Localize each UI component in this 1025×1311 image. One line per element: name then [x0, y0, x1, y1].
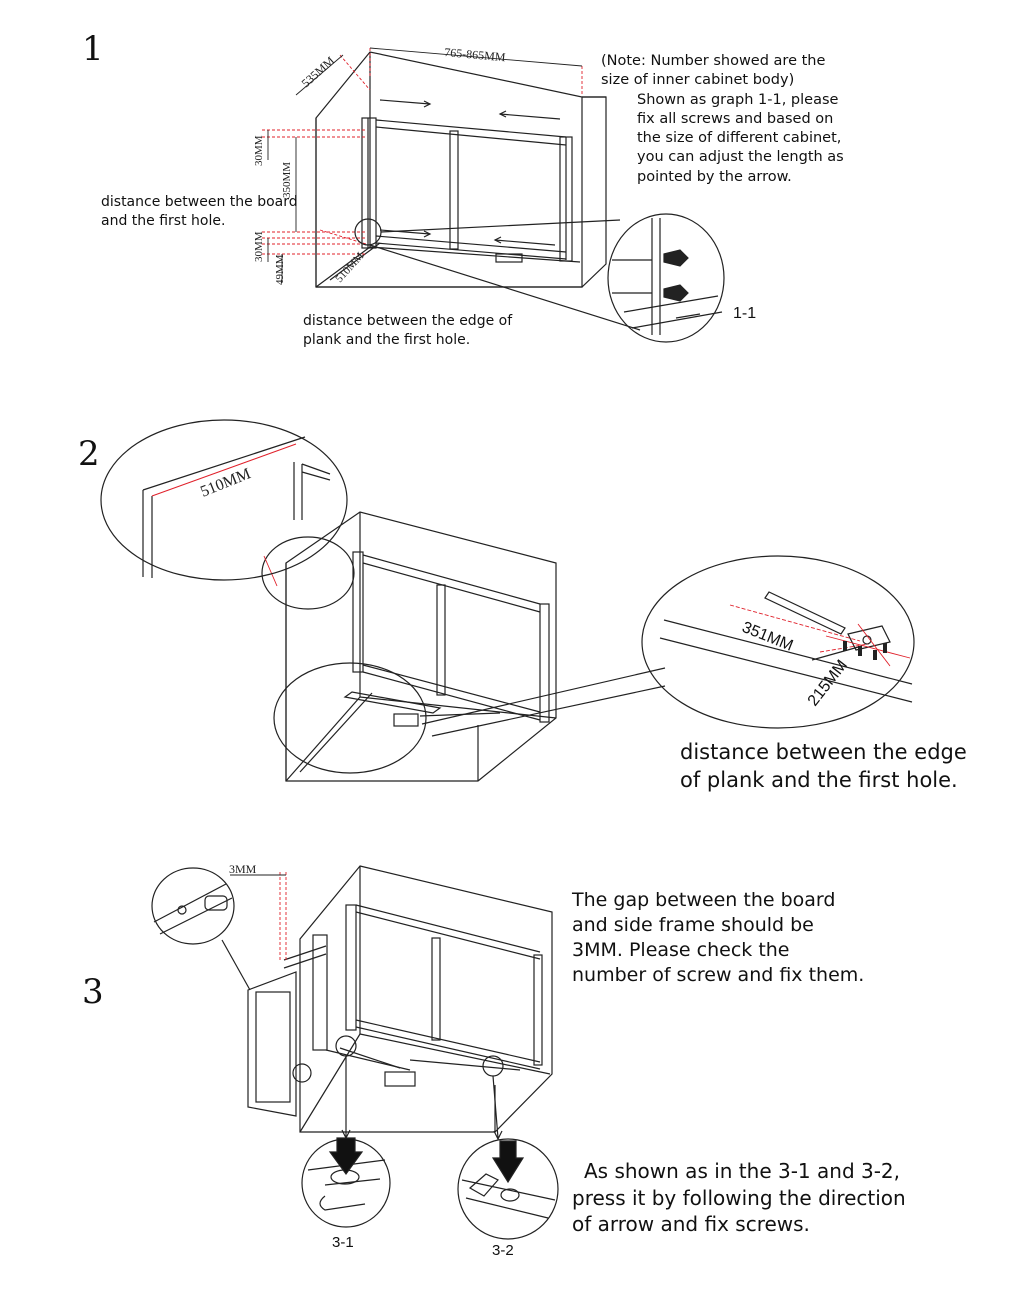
- step1-note-line: Shown as graph 1-1, please: [637, 91, 839, 108]
- dim-350: 350MM: [281, 162, 293, 198]
- label-line: distance between the board: [101, 194, 298, 210]
- dim-510-step2: 510MM: [198, 465, 253, 500]
- dim-535: 535MM: [299, 53, 338, 90]
- dim-49: 49MM: [274, 254, 286, 285]
- note-line: 3MM. Please check the: [572, 939, 790, 962]
- note-line: number of screw and fix them.: [572, 964, 865, 987]
- note-line: As shown as in the 3-1 and 3-2,: [584, 1159, 901, 1183]
- step2-caption: distance between the edge of plank and t…: [680, 739, 967, 794]
- step3-note: The gap between the board and side frame…: [572, 888, 864, 988]
- label-line: plank and the first hole.: [303, 331, 471, 348]
- step2-detail-right: [641, 555, 915, 729]
- note-line: of arrow and fix screws.: [572, 1212, 810, 1237]
- step1-dimension-leaders: [262, 48, 583, 255]
- dim-30-top: 30MM: [253, 135, 265, 166]
- label-line: distance between the edge of: [303, 313, 513, 329]
- dim-3mm: 3MM: [229, 862, 257, 876]
- step1-cabinet-drawing: [315, 51, 607, 288]
- step1-dimension-lines: [267, 47, 583, 283]
- dim-510-step1: 510MM: [333, 250, 366, 285]
- caption-line: of plank and the first hole.: [680, 767, 958, 792]
- step3-cabinet-drawing: [151, 865, 553, 1141]
- note-line: press it by following the direction: [572, 1185, 906, 1210]
- dim-30-bottom: 30MM: [253, 231, 265, 262]
- dim-215: 215MM: [805, 657, 851, 710]
- step2-detail-top: [100, 419, 348, 581]
- detail-label-3-2: 3-2: [492, 1242, 514, 1259]
- step1-detail-callout: [354, 213, 725, 343]
- caption-line: distance between the edge: [680, 740, 967, 764]
- step1-note-line: (Note: Number showed are the: [601, 53, 826, 69]
- note-line: The gap between the board: [572, 889, 836, 911]
- step1-note-line: you can adjust the length as: [637, 149, 844, 166]
- step1-note-line: the size of different cabinet,: [637, 130, 842, 147]
- step-number-3: 3: [82, 972, 104, 1012]
- step1-label-board: distance between the board and the first…: [101, 193, 298, 230]
- detail-label-3-1: 3-1: [332, 1234, 354, 1251]
- step1-note-line: pointed by the arrow.: [637, 168, 792, 185]
- step1-note-line: size of inner cabinet body): [601, 72, 795, 89]
- step3-detail-3-2: [457, 1138, 559, 1240]
- step3-note-2: As shown as in the 3-1 and 3-2, press it…: [572, 1158, 906, 1238]
- step-number-2: 2: [78, 434, 100, 474]
- dim-765-865: 765-865MM: [444, 45, 507, 64]
- step1-label-plank: distance between the edge of plank and t…: [303, 312, 512, 349]
- step3-detail-3-1: [301, 1137, 391, 1228]
- detail-label-1-1: 1-1: [733, 305, 757, 322]
- step1-note-line: fix all screws and based on: [637, 110, 834, 127]
- step1-note: (Note: Number showed are the size of inn…: [601, 52, 844, 187]
- note-line: and side frame should be: [572, 914, 814, 937]
- dim-351: 351MM: [740, 619, 796, 655]
- step-number-1: 1: [82, 29, 104, 69]
- label-line: and the first hole.: [101, 212, 226, 229]
- step2-cabinet-drawing: [261, 511, 666, 782]
